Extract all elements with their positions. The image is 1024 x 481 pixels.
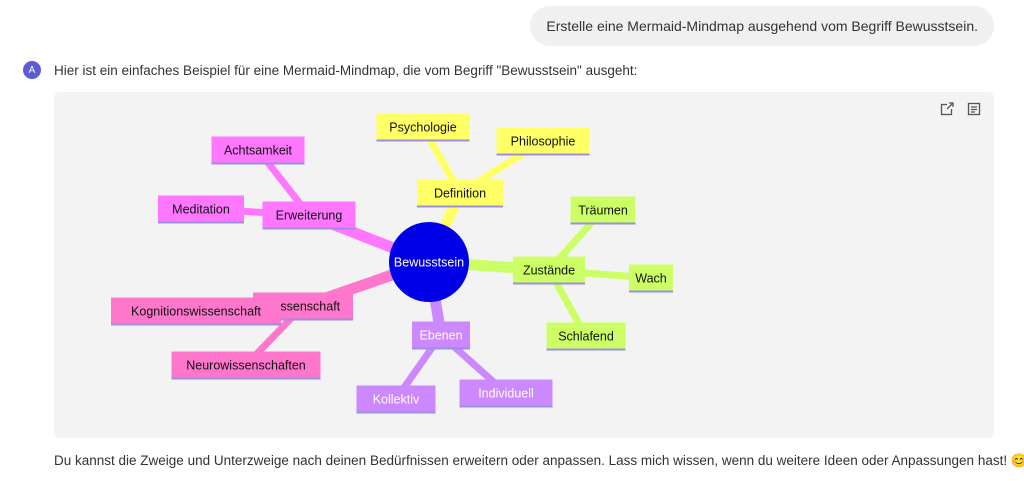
leaf-2-1-label: Kollektiv — [373, 393, 420, 407]
branch-3-label: Wissenschaft — [266, 300, 341, 314]
leaf-2-0-label: Individuell — [478, 387, 534, 401]
leaf-4-0-box — [211, 136, 305, 164]
branch-4-box — [262, 201, 356, 229]
leaf-4-1-box — [158, 195, 244, 223]
leaf-0-0-box — [376, 113, 470, 141]
assistant-outro-text: Du kannst die Zweige und Unterzweige nac… — [54, 453, 1024, 468]
branch-2-label: Ebenen — [419, 329, 462, 343]
user-message-bubble: Erstelle eine Mermaid-Mindmap ausgehend … — [530, 6, 994, 46]
mindmap-svg: Bewusstsein Definition PsychologiePhilosop… — [111, 113, 673, 414]
leaf-0-1-box — [496, 127, 590, 155]
leaf-1-1-label: Wach — [635, 272, 667, 286]
leaf-1-2-label: Schlafend — [558, 330, 614, 344]
leaf-3-1-box — [171, 351, 321, 379]
external-link-icon[interactable] — [940, 102, 956, 118]
leaf-3-0-label: Kognitionswissenschaft — [131, 305, 261, 319]
mindmap-root-label: Bewusstsein — [394, 256, 464, 270]
leaf-0-1-label: Philosophie — [511, 135, 576, 149]
avatar-letter: A — [28, 64, 36, 76]
document-icon[interactable] — [967, 102, 983, 118]
user-message-text: Erstelle eine Mermaid-Mindmap ausgehend … — [546, 18, 978, 34]
leaf-3-1-label: Neurowissenschaften — [186, 359, 306, 373]
leaf-0-0-label: Psychologie — [389, 121, 456, 135]
leaf-4-1-label: Meditation — [172, 203, 230, 217]
leaf-1-0-label: Träumen — [578, 204, 628, 218]
leaf-4-0-label: Achtsamkeit — [224, 144, 293, 158]
leaf-2-0-box — [459, 379, 553, 407]
branch-0-label: Definition — [434, 187, 486, 201]
branch-4-label: Erweiterung — [276, 209, 343, 223]
branch-0-box — [417, 179, 503, 207]
mindmap-root-circle — [389, 222, 469, 302]
assistant-intro-text: Hier ist ein einfaches Beispiel für eine… — [54, 63, 638, 78]
leaf-1-2-box — [546, 322, 626, 350]
leaf-1-0-box — [570, 196, 636, 224]
branch-2-box — [412, 321, 470, 349]
leaf-2-1-box — [356, 385, 436, 413]
branch-1-box — [513, 256, 585, 284]
leaf-1-1-box — [629, 264, 673, 292]
assistant-avatar: A — [23, 61, 41, 79]
leaf-3-0-box — [111, 297, 281, 325]
branch-1-label: Zustände — [523, 264, 575, 278]
